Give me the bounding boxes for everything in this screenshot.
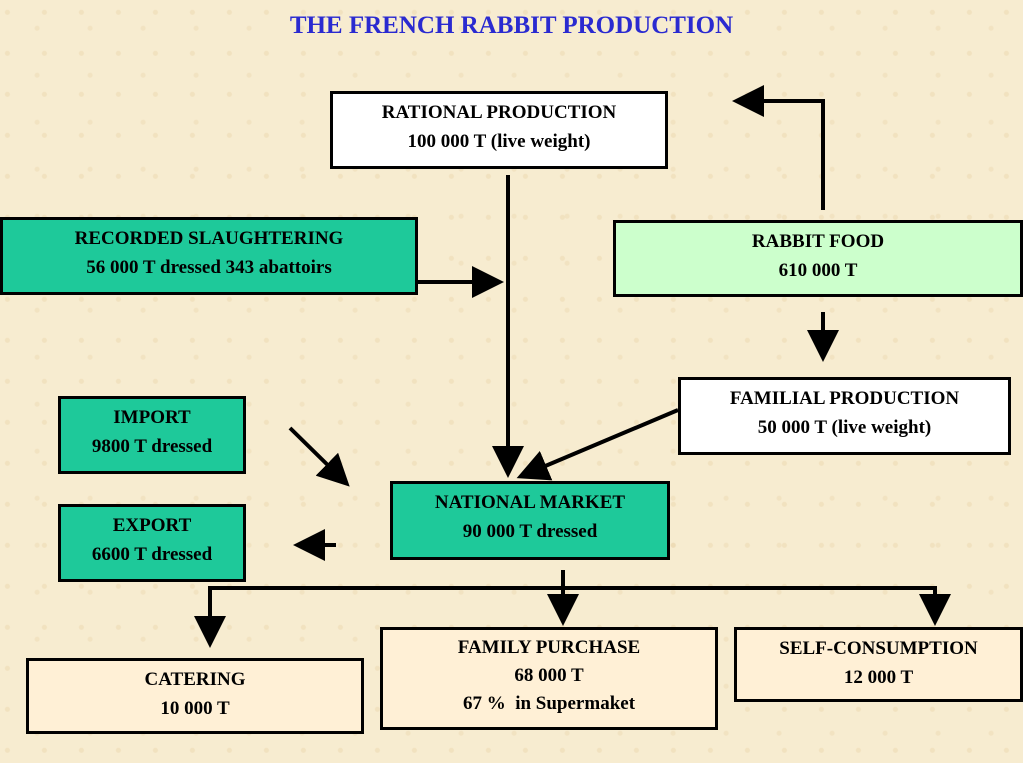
rabbit-food-label: RABBIT FOOD	[751, 231, 885, 252]
diagram-title: THE FRENCH RABBIT PRODUCTION	[289, 12, 734, 39]
family-purchase-share: 67 % in Supermaket	[462, 693, 636, 714]
catering-box: CATERING 10 000 T	[26, 658, 364, 734]
import-value: 9800 T dressed	[91, 436, 213, 457]
catering-value: 10 000 T	[160, 698, 230, 719]
self-consumption-value: 12 000 T	[843, 667, 914, 688]
arrow-market-to-self-consumption	[563, 586, 951, 626]
rabbit-food-value: 610 000 T	[778, 260, 858, 281]
export-label: EXPORT	[112, 515, 192, 536]
export-value: 6600 T dressed	[91, 544, 213, 565]
national-market-label: NATIONAL MARKET	[434, 492, 626, 513]
catering-label: CATERING	[144, 669, 246, 690]
import-box: IMPORT 9800 T dressed	[58, 396, 246, 474]
arrow-familial-to-market	[516, 408, 679, 481]
rabbit-food-box: RABBIT FOOD 610 000 T	[613, 220, 1023, 297]
rational-production-value: 100 000 T (live weight)	[407, 131, 591, 152]
family-purchase-value: 68 000 T	[514, 665, 584, 686]
arrow-food-to-rational	[732, 85, 825, 210]
family-purchase-label: FAMILY PURCHASE	[457, 637, 641, 658]
import-label: IMPORT	[113, 407, 191, 428]
self-consumption-box: SELF-CONSUMPTION 12 000 T	[734, 627, 1023, 702]
familial-production-label: FAMILIAL PRODUCTION	[729, 388, 960, 409]
national-market-value: 90 000 T dressed	[462, 521, 598, 542]
arrow-import-to-market	[288, 426, 350, 487]
export-box: EXPORT 6600 T dressed	[58, 504, 246, 582]
recorded-slaughtering-box: RECORDED SLAUGHTERING 56 000 T dressed 3…	[0, 217, 418, 295]
rational-production-box: RATIONAL PRODUCTION 100 000 T (live weig…	[330, 91, 668, 169]
family-purchase-box: FAMILY PURCHASE 68 000 T 67 % in Superma…	[380, 627, 718, 730]
familial-production-value: 50 000 T (live weight)	[757, 417, 932, 438]
recorded-slaughtering-label: RECORDED SLAUGHTERING	[74, 228, 344, 249]
familial-production-box: FAMILIAL PRODUCTION 50 000 T (live weigh…	[678, 377, 1011, 455]
recorded-slaughtering-value: 56 000 T dressed 343 abattoirs	[86, 257, 332, 278]
rational-production-label: RATIONAL PRODUCTION	[381, 102, 617, 123]
self-consumption-label: SELF-CONSUMPTION	[779, 638, 978, 659]
arrow-market-to-catering	[194, 586, 563, 648]
national-market-box: NATIONAL MARKET 90 000 T dressed	[390, 481, 670, 560]
